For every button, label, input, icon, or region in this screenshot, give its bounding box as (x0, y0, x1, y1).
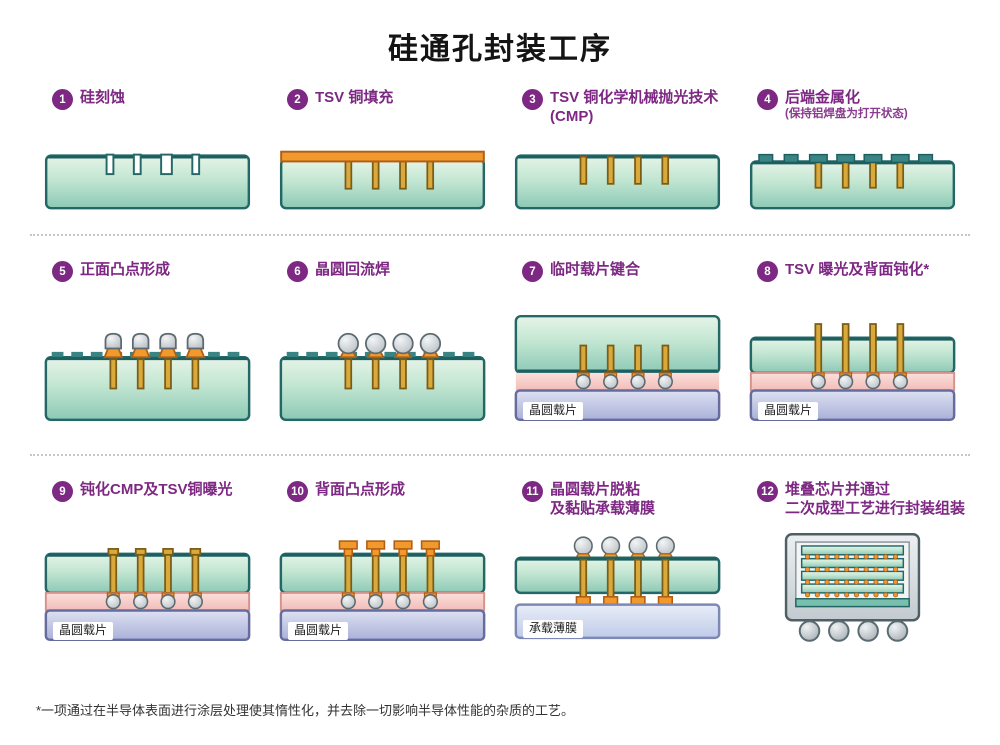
step-2-illustration (275, 140, 490, 216)
step-number-badge: 12 (757, 481, 778, 502)
step-title: 硅刻蚀 (80, 89, 126, 106)
step-title-line2: 二次成型工艺进行封装组装 (785, 500, 966, 518)
step-title: 正面凸点形成 (80, 261, 171, 278)
process-row-3: 9 钝化CMP及TSV铜曝光 (30, 454, 970, 674)
process-row-2: 5 正面凸点形成 (30, 234, 970, 454)
cmp-illustration (514, 154, 721, 210)
step-number-badge: 1 (52, 89, 73, 110)
step-title: TSV 铜填充 (315, 89, 394, 106)
step-number-badge: 11 (522, 481, 543, 502)
step-cell-1: 1 硅刻蚀 (30, 88, 265, 216)
film-label: 承载薄膜 (523, 620, 584, 638)
stacked-package-illustration (784, 533, 921, 642)
step-title: 背面凸点形成 (315, 481, 406, 498)
step-title: 晶圆载片脱粘 (550, 481, 641, 498)
step-1-illustration (40, 140, 255, 216)
carrier-label: 晶圆载片 (53, 622, 114, 640)
step-4-illustration (745, 140, 960, 216)
step-cell-11: 11 晶圆载片脱粘 及黏贴承载薄膜 (500, 480, 735, 648)
step-title: TSV 曝光及背面钝化* (785, 261, 930, 278)
step-title: TSV 铜化学机械抛光技术 (550, 89, 719, 106)
step-3-header: 3 TSV 铜化学机械抛光技术 (CMP) (500, 88, 735, 140)
step-title: 临时载片键合 (550, 261, 641, 278)
step-number-badge: 2 (287, 89, 308, 110)
step-9-header: 9 钝化CMP及TSV铜曝光 (30, 480, 265, 528)
step-1-header: 1 硅刻蚀 (30, 88, 265, 140)
step-cell-6: 6 晶圆回流焊 (265, 260, 500, 428)
wafer-reflow-illustration (279, 332, 486, 422)
step-12-illustration (745, 528, 960, 648)
step-6-illustration (275, 308, 490, 428)
step-number-badge: 7 (522, 261, 543, 282)
carrier-label: 晶圆载片 (288, 622, 349, 640)
step-title-line2: (CMP) (550, 108, 594, 126)
backend-metallization-illustration (749, 153, 956, 210)
step-title: 钝化CMP及TSV铜曝光 (80, 481, 233, 498)
process-row-1: 1 硅刻蚀 2 (30, 78, 970, 234)
step-11-header: 11 晶圆载片脱粘 及黏贴承载薄膜 (500, 480, 735, 528)
step-3-illustration (510, 140, 725, 216)
step-title: 后端金属化 (785, 89, 861, 106)
step-8-illustration: 晶圆载片 (745, 308, 960, 428)
step-cell-8: 8 TSV 曝光及背面钝化* (735, 260, 970, 428)
step-2-header: 2 TSV 铜填充 (265, 88, 500, 140)
step-8-header: 8 TSV 曝光及背面钝化* (735, 260, 970, 308)
carrier-label: 晶圆载片 (758, 402, 819, 420)
step-number-badge: 3 (522, 89, 543, 110)
step-5-illustration (40, 308, 255, 428)
backside-bump-illustration (279, 540, 486, 642)
step-number-badge: 6 (287, 261, 308, 282)
footnote: *一项通过在半导体表面进行涂层处理使其惰性化，并去除一切影响半导体性能的杂质的工… (36, 703, 575, 718)
step-cell-10: 10 背面凸点形成 (265, 480, 500, 648)
step-10-header: 10 背面凸点形成 (265, 480, 500, 528)
step-cell-12: 12 堆叠芯片并通过 二次成型工艺进行封装组装 (735, 480, 970, 648)
step-cell-4: 4 后端金属化 (保持铝焊盘为打开状态) (735, 88, 970, 216)
step-5-header: 5 正面凸点形成 (30, 260, 265, 308)
step-cell-5: 5 正面凸点形成 (30, 260, 265, 428)
step-cell-7: 7 临时载片键合 (500, 260, 735, 428)
step-cell-9: 9 钝化CMP及TSV铜曝光 (30, 480, 265, 648)
step-number-badge: 5 (52, 261, 73, 282)
step-7-header: 7 临时载片键合 (500, 260, 735, 308)
step-number-badge: 4 (757, 89, 778, 110)
silicon-etch-illustration (44, 153, 251, 210)
step-title-line2: 及黏贴承载薄膜 (550, 500, 656, 518)
step-note: (保持铝焊盘为打开状态) (785, 108, 908, 121)
step-4-header: 4 后端金属化 (保持铝焊盘为打开状态) (735, 88, 970, 140)
step-number-badge: 8 (757, 261, 778, 282)
step-number-badge: 10 (287, 481, 308, 502)
step-12-header: 12 堆叠芯片并通过 二次成型工艺进行封装组装 (735, 480, 970, 528)
step-11-illustration: 承载薄膜 (510, 528, 725, 648)
front-bump-illustration (44, 332, 251, 422)
page-title: 硅通孔封装工序 (388, 33, 612, 66)
step-title: 晶圆回流焊 (315, 261, 391, 278)
step-title: 堆叠芯片并通过 (785, 481, 891, 498)
copper-fill-illustration (279, 150, 486, 210)
step-number-badge: 9 (52, 481, 73, 502)
step-6-header: 6 晶圆回流焊 (265, 260, 500, 308)
step-7-illustration: 晶圆载片 (510, 308, 725, 428)
step-9-illustration: 晶圆载片 (40, 528, 255, 648)
step-cell-3: 3 TSV 铜化学机械抛光技术 (CMP) (500, 88, 735, 216)
carrier-label: 晶圆载片 (523, 402, 584, 420)
step-10-illustration: 晶圆载片 (275, 528, 490, 648)
step-cell-2: 2 TSV 铜填充 (265, 88, 500, 216)
